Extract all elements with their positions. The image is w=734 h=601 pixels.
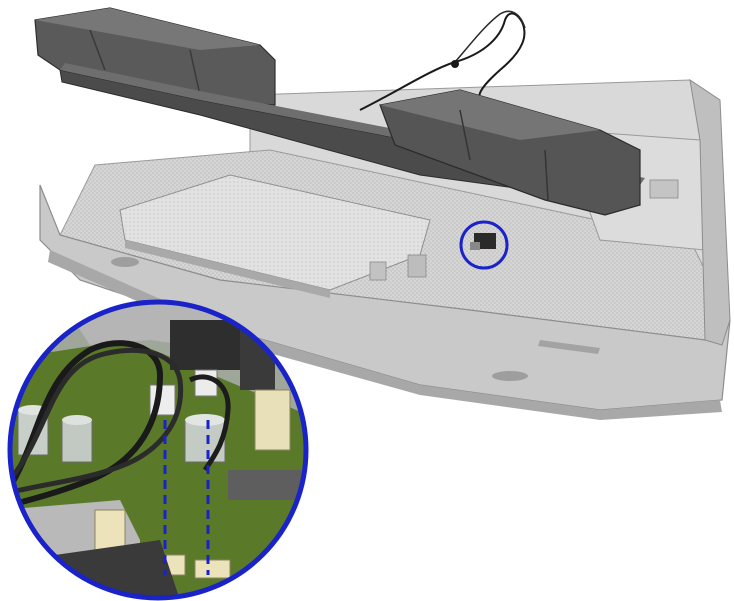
- right-speaker-top: [380, 90, 600, 140]
- board-connector: [194, 369, 218, 397]
- board-connector: [254, 389, 291, 451]
- connector-highlight: [470, 242, 480, 250]
- speaker-cable: [454, 10, 526, 63]
- dark-rail: [20, 540, 180, 598]
- capacitor-top: [62, 415, 92, 425]
- cable-clip: [451, 60, 459, 68]
- cable-bundle: [188, 374, 231, 472]
- speaker-cable: [359, 12, 526, 111]
- internal-chip: [649, 179, 679, 199]
- right-speaker-ridge: [459, 109, 549, 201]
- capacitor: [61, 419, 93, 463]
- capacitor: [184, 419, 226, 463]
- cable-bundle: [10, 347, 184, 495]
- cable-bundle: [10, 340, 164, 508]
- magnifier-ring-icon: [7, 299, 309, 601]
- lower-connector: [94, 509, 126, 551]
- front-vent: [538, 340, 600, 354]
- chassis-front-lip: [39, 184, 731, 411]
- shield-plate-edge: [125, 240, 330, 298]
- speaker-assembly: [34, 7, 645, 216]
- connector-socket: [369, 261, 387, 281]
- chassis-right-wall: [689, 78, 731, 346]
- front-slot: [111, 257, 139, 267]
- connector-socket: [407, 254, 427, 278]
- left-speaker-ridge: [89, 29, 201, 96]
- board-connector: [228, 470, 306, 500]
- callout-circle-icon: [459, 220, 509, 270]
- lower-connector: [194, 559, 231, 579]
- left-speaker-top: [35, 8, 260, 50]
- capacitor-top: [185, 414, 225, 426]
- front-slot: [492, 371, 528, 381]
- magnified-detail: [7, 299, 309, 601]
- housing-block: [170, 320, 240, 370]
- callout-small: [459, 220, 509, 270]
